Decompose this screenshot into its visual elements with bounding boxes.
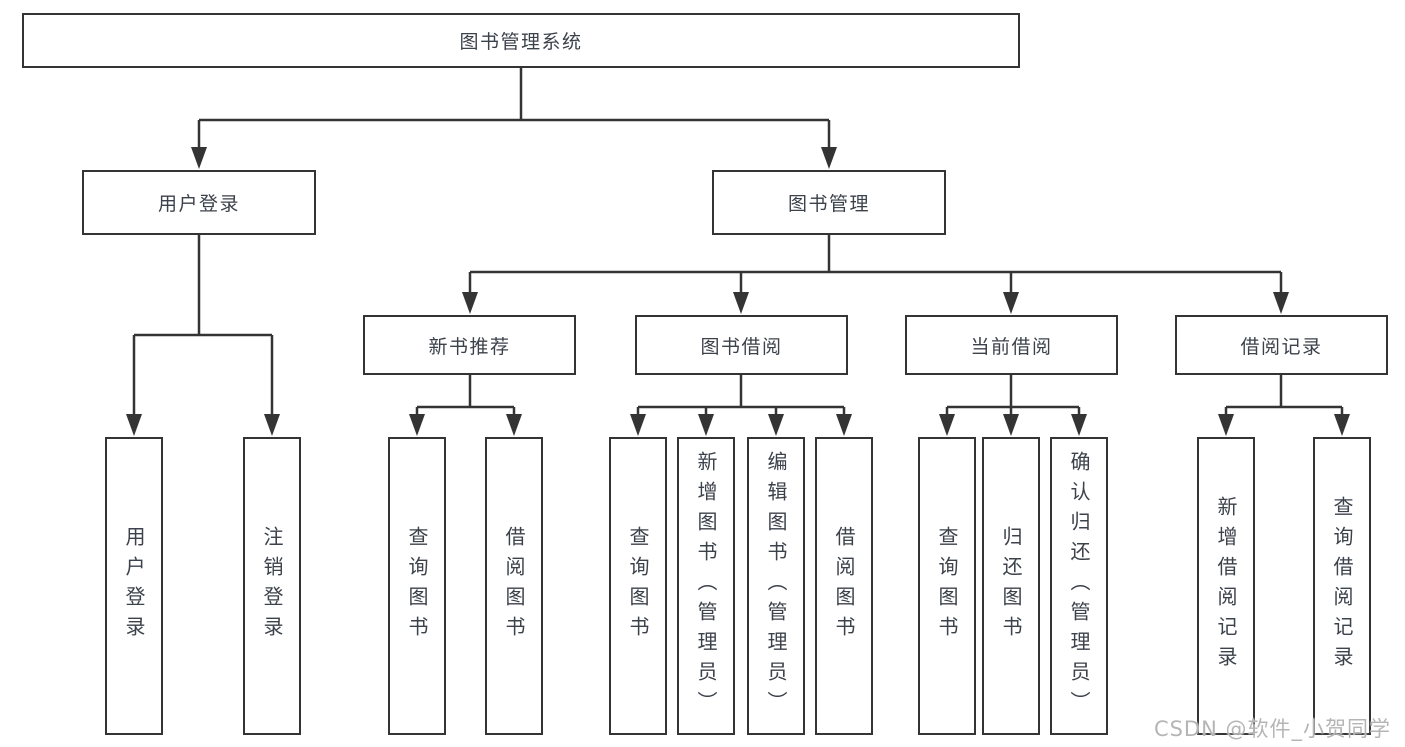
node-current-borrow: 当前借阅 (905, 315, 1118, 375)
node-label: 用户登录 (122, 526, 146, 646)
leaf-query-borrow-record: 查询借阅记录 (1313, 437, 1371, 735)
node-label: 新增图书（管理员） (694, 451, 718, 721)
node-label: 图书借阅 (700, 335, 783, 358)
leaf-query-books-current: 查询图书 (918, 437, 976, 735)
connector-current-to-leaves (939, 375, 1087, 436)
leaf-borrow-books-recommend: 借阅图书 (485, 437, 543, 735)
node-label: 确认归还（管理员） (1067, 451, 1091, 721)
node-label: 新增借阅记录 (1214, 496, 1238, 676)
node-label: 图书管理 (787, 193, 870, 215)
node-label: 新书推荐 (428, 335, 511, 358)
node-book-management: 图书管理 (712, 170, 946, 235)
node-new-book-recommend: 新书推荐 (363, 315, 576, 375)
leaf-edit-books-admin: 编辑图书（管理员） (747, 437, 805, 735)
csdn-watermark: CSDN @软件_小贺同学 (1153, 717, 1391, 741)
leaf-query-books-recommend: 查询图书 (388, 437, 446, 735)
leaf-user-login: 用户登录 (105, 437, 163, 735)
node-label: 注销登录 (260, 526, 284, 646)
node-label: 借阅记录 (1240, 335, 1323, 358)
node-label: 编辑图书（管理员） (764, 451, 788, 721)
node-root-system: 图书管理系统 (22, 13, 1020, 68)
leaf-return-books: 归还图书 (982, 437, 1040, 735)
node-label: 查询借阅记录 (1330, 496, 1354, 676)
connector-newbook-to-leaves (409, 375, 522, 436)
node-user-login: 用户登录 (82, 170, 316, 235)
node-label: 当前借阅 (970, 335, 1053, 358)
node-label: 查询图书 (405, 526, 429, 646)
connector-borrow-to-leaves (630, 375, 852, 436)
node-label: 归还图书 (999, 526, 1023, 646)
leaf-add-borrow-record: 新增借阅记录 (1197, 437, 1255, 735)
node-label: 借阅图书 (502, 526, 526, 646)
node-label: 借阅图书 (832, 526, 856, 646)
node-book-borrow: 图书借阅 (635, 315, 848, 375)
leaf-add-books-admin: 新增图书（管理员） (677, 437, 735, 735)
node-label: 用户登录 (157, 193, 240, 215)
node-borrow-records: 借阅记录 (1175, 315, 1388, 375)
leaf-logout: 注销登录 (243, 437, 301, 735)
connector-records-to-leaves (1218, 375, 1350, 436)
leaf-query-books-borrow: 查询图书 (609, 437, 667, 735)
connector-root-to-level2 (191, 68, 837, 169)
connector-userlogin-to-leaves (126, 235, 280, 436)
connector-bookmgmt-to-level3 (462, 235, 1289, 314)
node-label: 查询图书 (935, 526, 959, 646)
leaf-borrow-books: 借阅图书 (815, 437, 873, 735)
node-label: 图书管理系统 (459, 31, 583, 53)
leaf-confirm-return-admin: 确认归还（管理员） (1050, 437, 1108, 735)
node-label: 查询图书 (626, 526, 650, 646)
